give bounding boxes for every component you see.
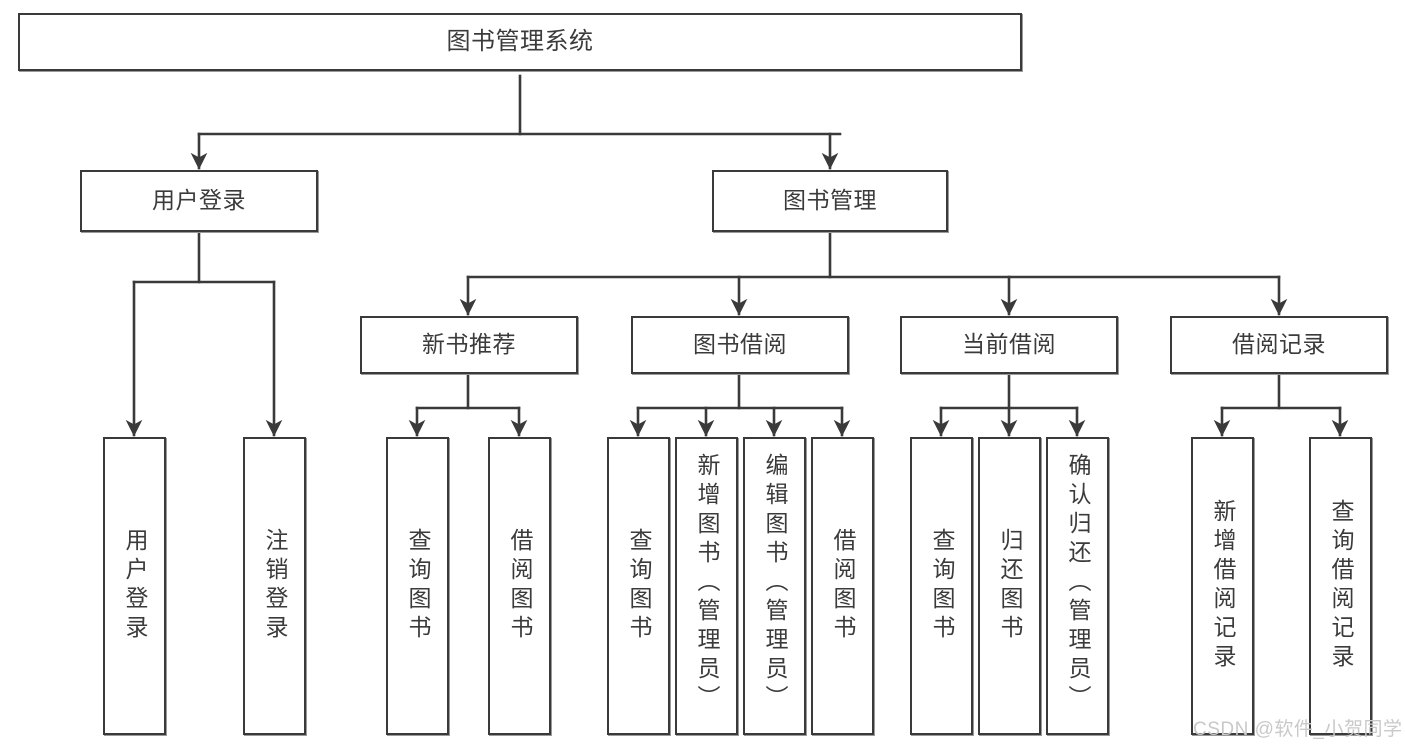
node-label: 新书推荐	[422, 331, 516, 358]
node-label: 图书管理	[783, 187, 877, 214]
leaf-query-book-3[interactable]: 查询图书	[910, 437, 973, 735]
leaf-add-borrow-record[interactable]: 新增借阅记录	[1191, 437, 1254, 735]
leaf-logout[interactable]: 注销登录	[243, 437, 306, 735]
node-root-system[interactable]: 图书管理系统	[18, 13, 1022, 71]
node-label: 查询图书	[405, 528, 431, 644]
node-new-book-recommend[interactable]: 新书推荐	[360, 316, 578, 374]
node-label: 查询借阅记录	[1328, 499, 1354, 673]
leaf-borrow-book-1[interactable]: 借阅图书	[488, 437, 551, 735]
node-borrow-record[interactable]: 借阅记录	[1170, 316, 1388, 374]
node-label: 确认归还（管理员）	[1065, 453, 1091, 714]
node-label: 编辑图书（管理员）	[762, 453, 788, 714]
leaf-return-book[interactable]: 归还图书	[978, 437, 1041, 735]
node-label: 查询图书	[929, 528, 955, 644]
watermark-csdn: CSDN @软件_小贺同学	[1193, 719, 1403, 740]
node-label: 借阅记录	[1232, 331, 1326, 358]
leaf-user-login[interactable]: 用户登录	[103, 437, 166, 735]
node-label: 借阅图书	[830, 528, 856, 644]
node-label: 新增借阅记录	[1210, 499, 1236, 673]
node-current-borrow[interactable]: 当前借阅	[900, 316, 1118, 374]
node-label: 图书管理系统	[446, 27, 594, 55]
node-label: 注销登录	[262, 528, 288, 644]
node-label: 借阅图书	[507, 528, 533, 644]
leaf-query-book-1[interactable]: 查询图书	[386, 437, 449, 735]
node-user-login[interactable]: 用户登录	[80, 170, 318, 232]
leaf-confirm-return-admin[interactable]: 确认归还（管理员）	[1046, 437, 1109, 735]
node-label: 查询图书	[626, 528, 652, 644]
node-label: 归还图书	[997, 528, 1023, 644]
node-label: 图书借阅	[693, 331, 787, 358]
node-label: 新增图书（管理员）	[694, 453, 720, 714]
node-book-borrow[interactable]: 图书借阅	[631, 316, 849, 374]
leaf-add-book-admin[interactable]: 新增图书（管理员）	[675, 437, 738, 735]
node-label: 当前借阅	[962, 331, 1056, 358]
leaf-query-borrow-record[interactable]: 查询借阅记录	[1309, 437, 1372, 735]
node-label: 用户登录	[152, 187, 246, 214]
leaf-query-book-2[interactable]: 查询图书	[607, 437, 670, 735]
node-book-management[interactable]: 图书管理	[712, 170, 948, 232]
leaf-borrow-book-2[interactable]: 借阅图书	[811, 437, 874, 735]
node-label: 用户登录	[122, 528, 148, 644]
leaf-edit-book-admin[interactable]: 编辑图书（管理员）	[743, 437, 806, 735]
